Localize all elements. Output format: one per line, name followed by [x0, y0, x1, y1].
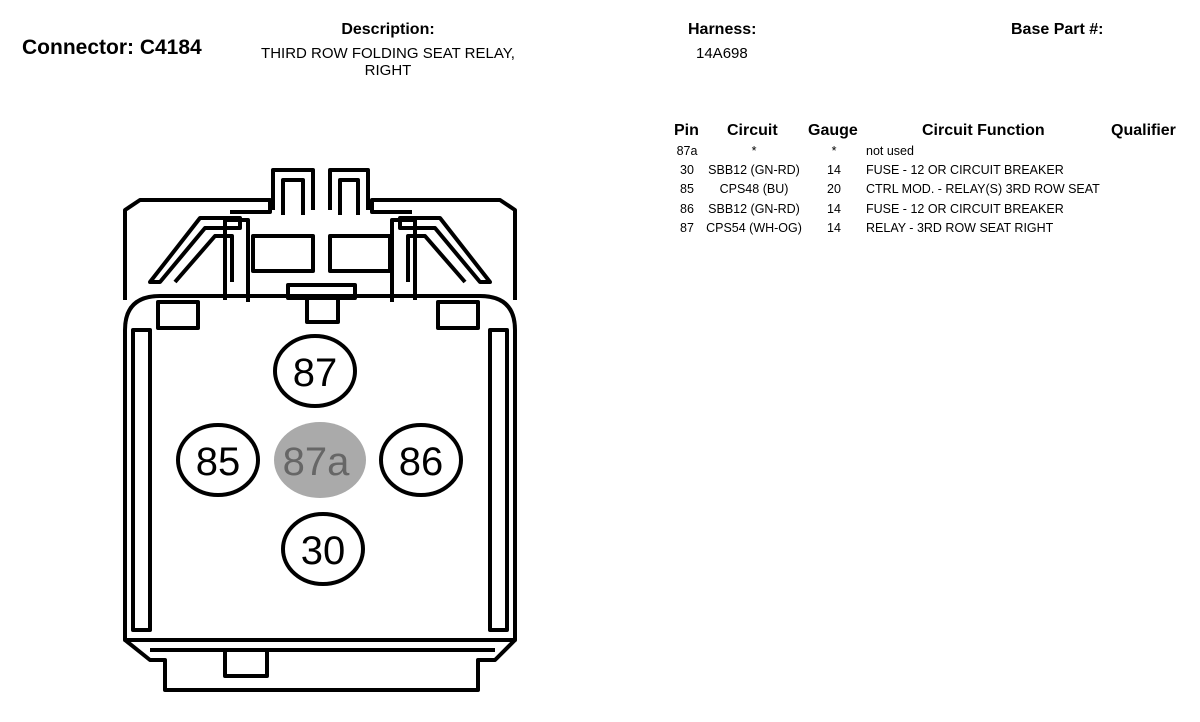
row-function: not used: [866, 144, 914, 158]
latch-right-box: [328, 234, 392, 273]
post-right: [390, 218, 417, 302]
row-circuit: CPS48 (BU): [719, 182, 789, 196]
table-header-circuit: Circuit: [727, 122, 778, 139]
pin-87: 87: [273, 334, 357, 408]
pin-87a-label: 87a: [283, 440, 350, 484]
description-text: THIRD ROW FOLDING SEAT RELAY, RIGHT: [238, 45, 538, 79]
harness-value: 14A698: [696, 45, 748, 62]
row-gauge: 14: [827, 221, 841, 235]
pin-86-label: 86: [399, 440, 444, 484]
latch-left-inner: [281, 178, 305, 215]
row-gauge: 20: [827, 182, 841, 196]
wing-left: [148, 216, 242, 284]
ledge-left: [156, 300, 200, 330]
pin-85-cavity: [176, 423, 260, 497]
base-part-heading: Base Part #:: [1011, 21, 1104, 38]
row-function: FUSE - 12 OR CIRCUIT BREAKER: [866, 202, 1064, 216]
latch-key: [305, 298, 340, 324]
harness-heading: Harness:: [688, 21, 757, 38]
latch-right-tab: [328, 168, 370, 210]
pin-86-cavity: [379, 423, 463, 497]
row-pin: 87a: [676, 144, 698, 158]
pin-86: 86: [379, 423, 463, 497]
table-header-gauge: Gauge: [808, 122, 858, 139]
ledge-right: [436, 300, 480, 330]
row-function: CTRL MOD. - RELAY(S) 3RD ROW SEAT: [866, 182, 1100, 196]
table-header-function: Circuit Function: [922, 122, 1045, 139]
connector-title: Connector: C4184: [22, 36, 202, 59]
row-circuit: SBB12 (GN-RD): [708, 202, 800, 216]
pin-30: 30: [281, 512, 365, 586]
bottom-key: [223, 648, 269, 678]
row-gauge: 14: [827, 163, 841, 177]
row-pin: 86: [680, 202, 694, 216]
row-pin: 30: [680, 163, 694, 177]
description-line-2: RIGHT: [364, 62, 412, 79]
frame-top-left: [123, 198, 272, 300]
pin-30-cavity: [281, 512, 365, 586]
row-circuit: *: [751, 144, 757, 158]
latch-left-box: [251, 234, 315, 273]
housing-bottom: [123, 638, 517, 692]
connector-housing: [123, 168, 517, 692]
side-rail-left: [131, 328, 152, 632]
pin-87a-cavity-unused: [274, 422, 366, 498]
pin-87-label: 87: [293, 351, 338, 395]
side-rail-right: [488, 328, 509, 632]
pin-87a: 87a: [274, 422, 366, 498]
description-line-1: THIRD ROW FOLDING SEAT RELAY,: [261, 45, 515, 62]
row-gauge: *: [831, 144, 837, 158]
row-function: FUSE - 12 OR CIRCUIT BREAKER: [866, 163, 1064, 177]
frame-top-right: [370, 198, 517, 300]
row-circuit: CPS54 (WH-OG): [706, 221, 802, 235]
table-header-qualifier: Qualifier: [1111, 122, 1176, 139]
row-circuit: SBB12 (GN-RD): [708, 163, 800, 177]
description-heading: Description:: [341, 21, 435, 38]
table-header-pin: Pin: [674, 122, 699, 139]
row-pin: 85: [680, 182, 694, 196]
connector-face-diagram: 87 85 87a 86 30: [123, 168, 517, 692]
post-left: [223, 218, 250, 302]
pin-85-label: 85: [196, 440, 241, 484]
pin-87-cavity: [273, 334, 357, 408]
latch-left-tab: [271, 168, 315, 210]
row-function: RELAY - 3RD ROW SEAT RIGHT: [866, 221, 1054, 235]
pin-85: 85: [176, 423, 260, 497]
row-gauge: 14: [827, 202, 841, 216]
latch-right-inner: [338, 178, 360, 215]
wing-right: [398, 216, 492, 284]
pin-30-label: 30: [301, 529, 346, 573]
row-pin: 87: [680, 221, 694, 235]
